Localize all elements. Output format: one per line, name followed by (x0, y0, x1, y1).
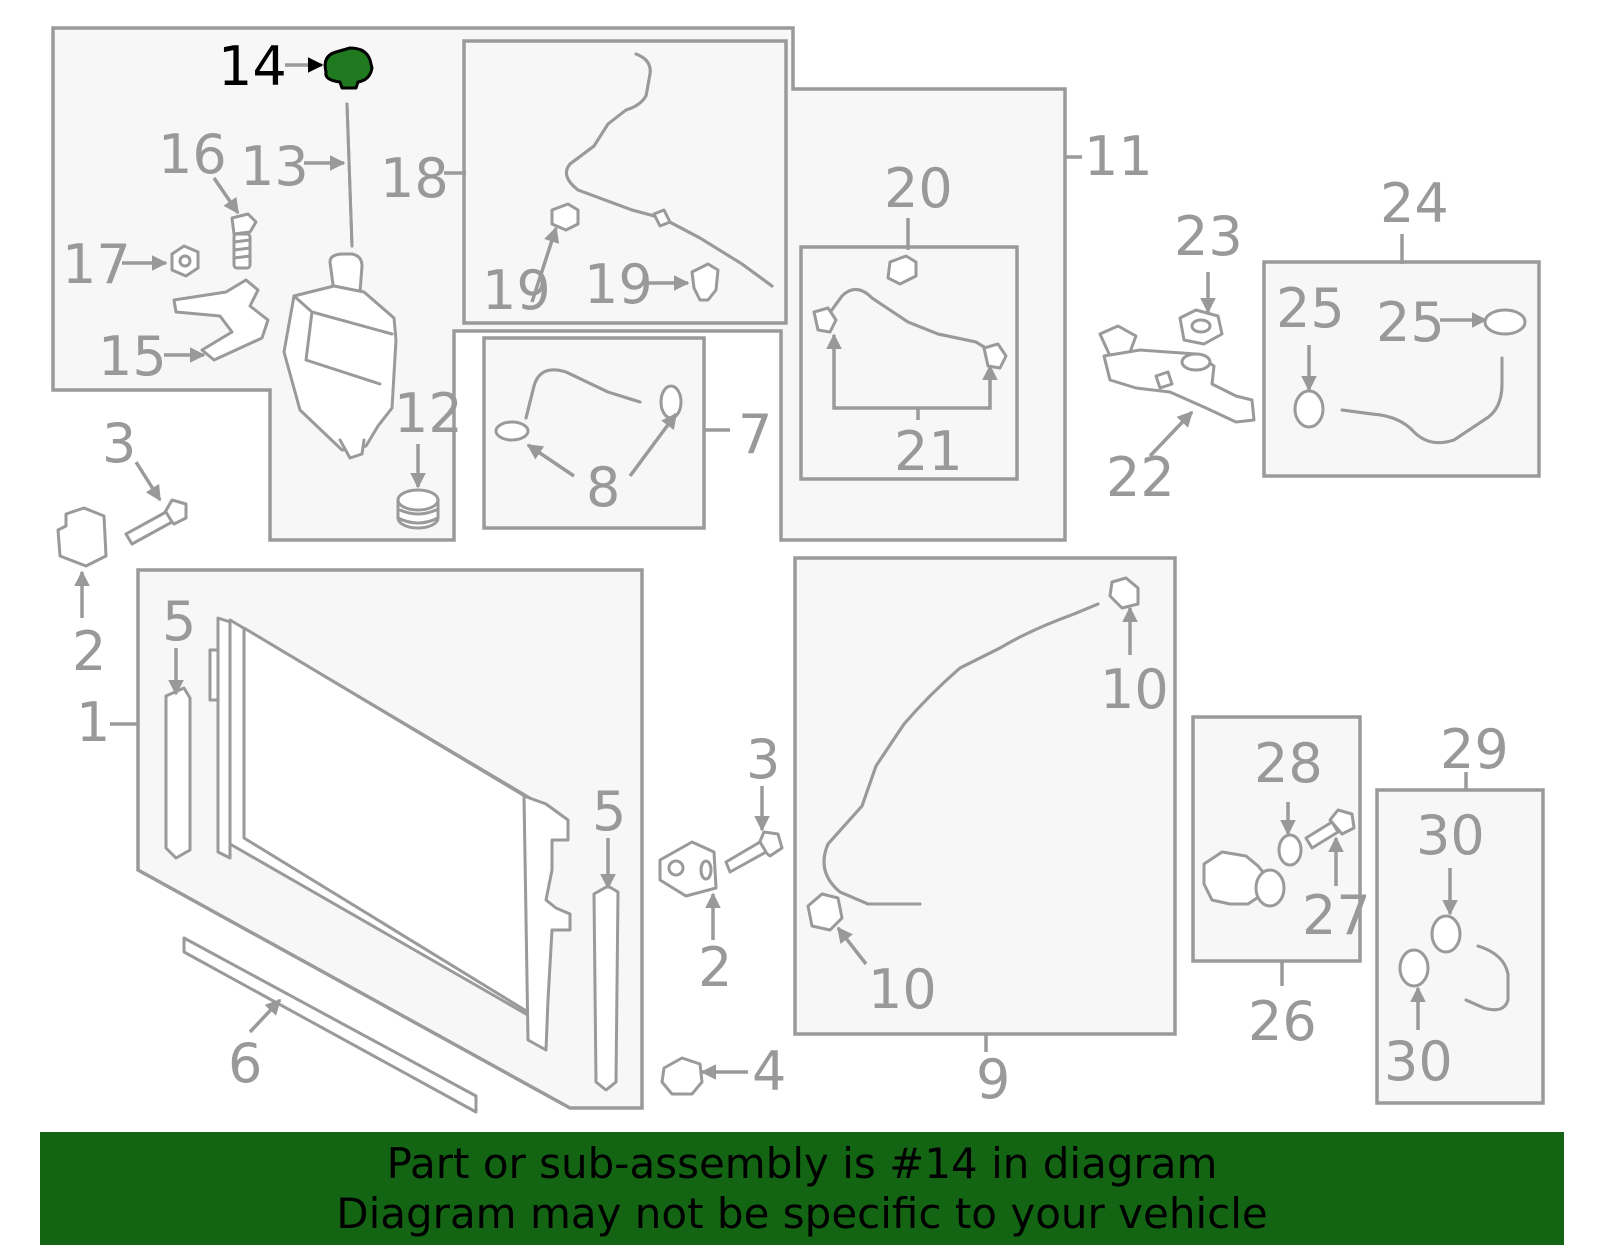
sensor-part-26 (1202, 850, 1286, 908)
clamp-part-8a (494, 420, 530, 442)
leader-lines (74, 57, 1488, 1080)
hose-21-box (799, 245, 1019, 481)
bracket-part-2b (658, 840, 718, 898)
seal-part-5a (164, 686, 192, 860)
nut-hole (178, 254, 192, 268)
banner-line-1: Part or sub-assembly is #14 in diagram (386, 1139, 1218, 1188)
callout-12: 12 (394, 382, 463, 445)
callout-27: 27 (1302, 884, 1371, 947)
callout-1: 1 (76, 691, 110, 754)
callout-labels: 14 16 13 18 17 15 12 19 19 20 21 11 7 8 … (62, 35, 1509, 1111)
callout-17: 17 (62, 233, 131, 296)
clip-part-4 (660, 1056, 704, 1096)
washer-part-28 (1277, 833, 1303, 867)
banner-line-2: Diagram may not be specific to your vehi… (336, 1189, 1268, 1238)
callout-6: 6 (228, 1032, 262, 1095)
clamp-part-25a (1293, 389, 1325, 429)
callout-18: 18 (380, 147, 449, 210)
seal-part-5b (592, 884, 620, 1092)
callout-5a: 5 (162, 590, 196, 653)
lower-hose-box (793, 556, 1177, 1036)
clamp-part-30b (1398, 948, 1430, 988)
lower-hose-part-9 (822, 602, 1100, 906)
clip-part-19a (550, 202, 580, 232)
overflow-hose-core (564, 52, 774, 288)
callout-3a: 3 (102, 412, 136, 475)
callout-21: 21 (894, 420, 963, 483)
callout-28: 28 (1254, 732, 1323, 795)
callout-14: 14 (218, 35, 287, 98)
callout-19b: 19 (584, 253, 653, 316)
callout-5b: 5 (592, 780, 626, 843)
callout-7: 7 (738, 403, 772, 466)
hose-7-box (482, 336, 706, 530)
seal-strip-part-6 (182, 936, 478, 1114)
callout-24: 24 (1380, 172, 1449, 235)
clamp-part-8b (659, 384, 683, 420)
callout-29: 29 (1440, 718, 1509, 781)
bracket-part-15 (172, 278, 270, 362)
reservoir-tank (282, 252, 398, 460)
callout-11: 11 (1084, 125, 1153, 188)
clamp-part-10b (806, 892, 844, 932)
callout-3b: 3 (746, 728, 780, 791)
callout-19a: 19 (482, 259, 551, 322)
callout-30b: 30 (1384, 1030, 1453, 1093)
overflow-hose-box (462, 39, 788, 325)
callout-15: 15 (98, 325, 167, 388)
clip-part-19b (690, 262, 720, 302)
hose-part-21-core (824, 288, 994, 354)
hose-part-29 (1464, 944, 1510, 1012)
callout-25b: 25 (1376, 291, 1445, 354)
part-info-banner: Part or sub-assembly is #14 in diagram D… (40, 1132, 1564, 1245)
hose-clip (652, 208, 672, 228)
hose-part-7 (524, 368, 642, 420)
connector-part-20 (886, 254, 918, 286)
rubber-mount-part-12 (396, 488, 440, 530)
callout-2a: 2 (72, 620, 106, 683)
level-gauge-core (345, 102, 354, 248)
callout-23: 23 (1174, 205, 1243, 268)
bolt-part-27 (1304, 808, 1356, 850)
callout-8: 8 (586, 456, 620, 519)
bracket-part-2a (56, 506, 108, 568)
bolt-part-16 (230, 212, 258, 270)
callout-2b: 2 (698, 936, 732, 999)
callout-10a: 10 (1100, 658, 1169, 721)
callout-20: 20 (884, 157, 953, 220)
callout-9: 9 (976, 1048, 1010, 1111)
callout-16: 16 (158, 123, 227, 186)
clamp-part-25b (1483, 308, 1527, 336)
hose-part-24 (1340, 356, 1504, 445)
clamp-part-21b (982, 342, 1008, 370)
callout-25a: 25 (1276, 277, 1345, 340)
bolt-part-3b (724, 830, 784, 874)
clamp-part-21a (812, 306, 838, 334)
reservoir-cap-part-14[interactable] (323, 46, 374, 90)
water-pipe-part-22 (1098, 324, 1256, 424)
callout-26: 26 (1248, 990, 1317, 1053)
callout-13: 13 (240, 135, 309, 198)
hose-29-box (1375, 788, 1545, 1105)
cap-part-23-center (1190, 318, 1212, 334)
callout-4: 4 (752, 1040, 786, 1103)
callout-10b: 10 (868, 958, 937, 1021)
radiator-part-1 (208, 616, 572, 1052)
clamp-part-30a (1430, 914, 1462, 954)
callout-22: 22 (1106, 446, 1175, 509)
bolt-part-3a (124, 498, 188, 546)
clamp-part-10a (1108, 576, 1140, 610)
callout-30a: 30 (1416, 804, 1485, 867)
